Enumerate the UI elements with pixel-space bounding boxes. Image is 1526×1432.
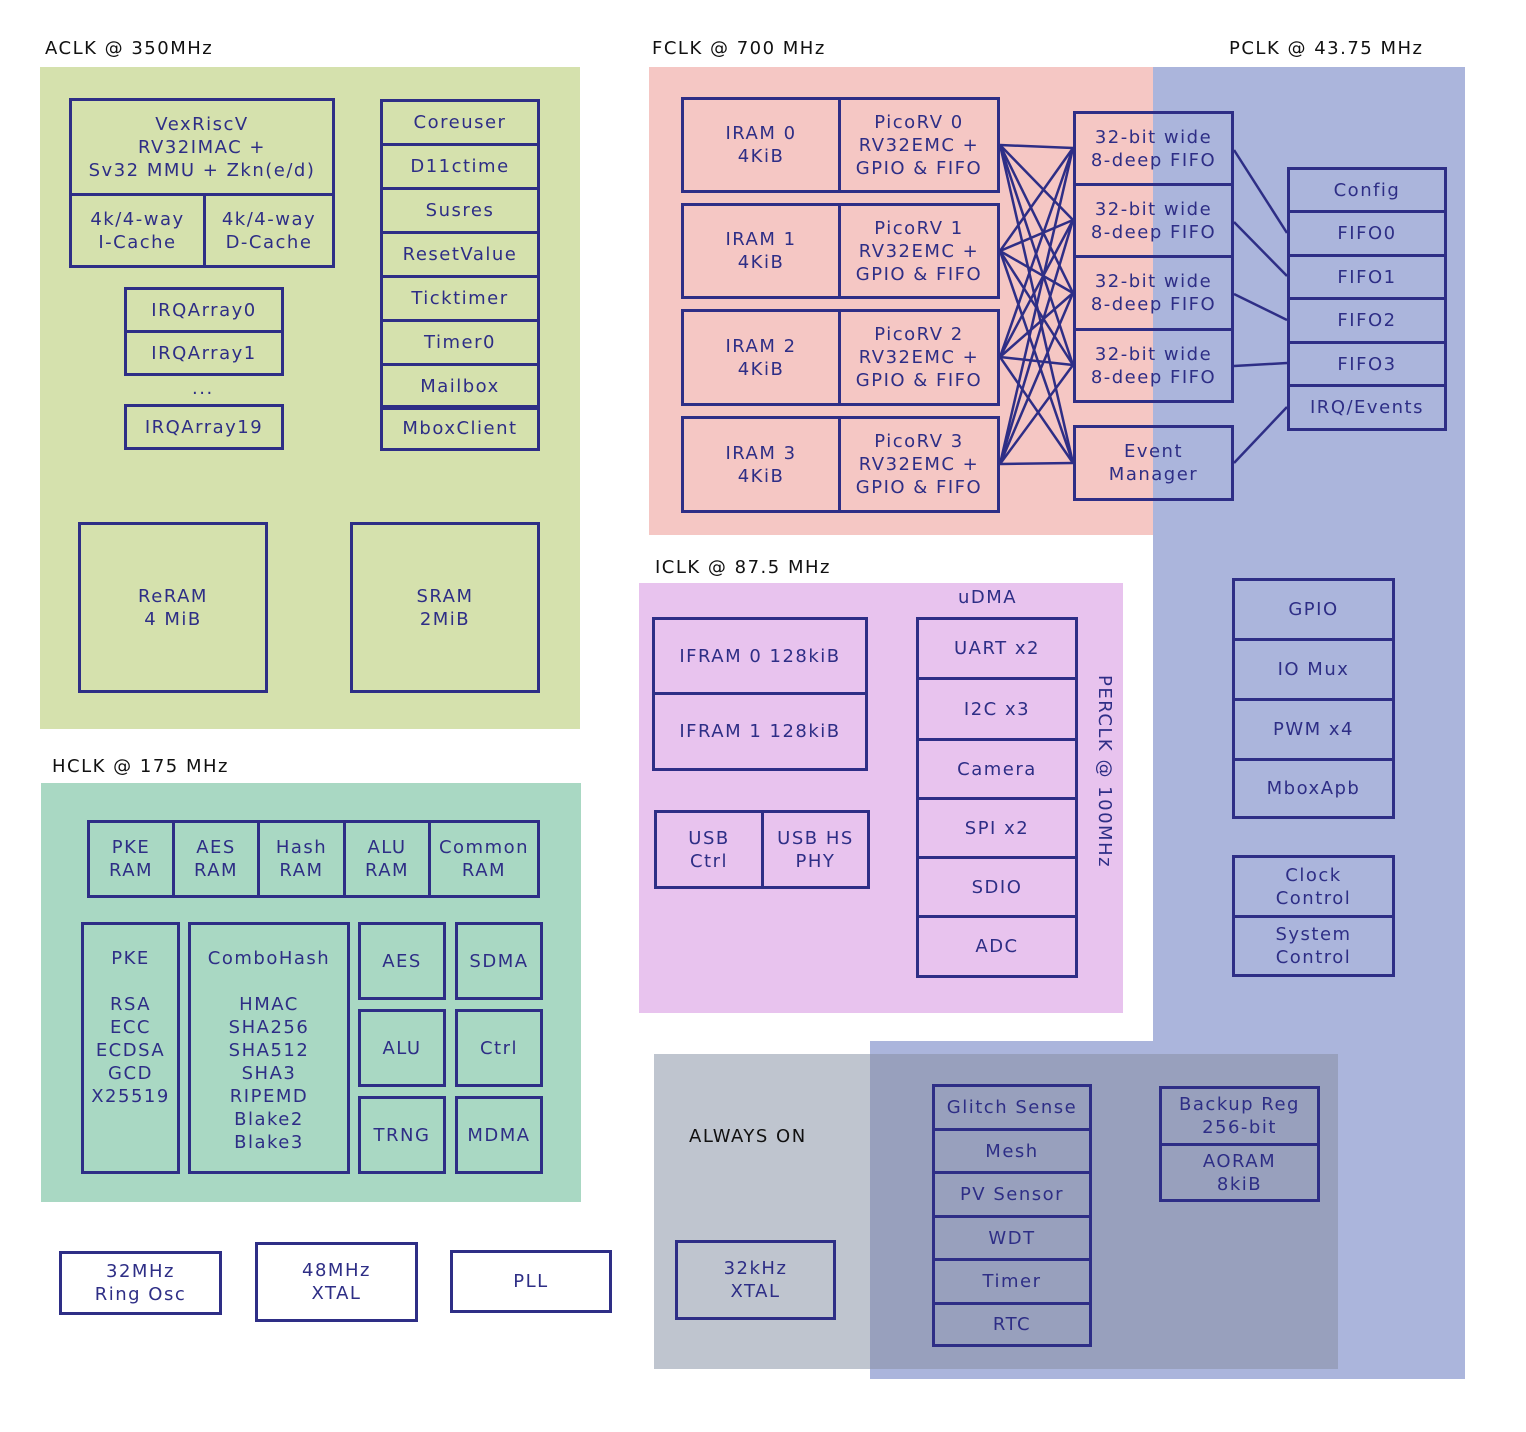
always-on-region: [654, 1054, 870, 1369]
aclk-peripheral-resetvalue: ResetValue: [380, 231, 540, 278]
pclk-reg-config: Config: [1287, 167, 1447, 213]
common-ram-block: Common RAM: [428, 820, 540, 898]
udma-i2c-block: I2C x3: [916, 677, 1078, 741]
irq-array-1-block: IRQArray1: [124, 330, 284, 376]
pclk-reg-fifo3: FIFO3: [1287, 341, 1447, 387]
iram-2-block: IRAM 2 4KiB: [681, 309, 841, 406]
hclk-title: HCLK @ 175 MHz: [52, 756, 229, 777]
backup-reg-block: Backup Reg 256-bit: [1159, 1086, 1320, 1146]
pclk-reg-fifo2: FIFO2: [1287, 297, 1447, 344]
pll-block: PLL: [450, 1250, 612, 1313]
pclk-reg-fifo1: FIFO1: [1287, 254, 1447, 300]
pke-block: PKE RSA ECC ECDSA GCD X25519: [81, 922, 180, 1174]
aclk-peripheral-mailbox: Mailbox: [380, 363, 540, 410]
aclk-peripheral-mboxclient: MboxClient: [380, 405, 540, 451]
fifo-2-block: 32-bit wide 8-deep FIFO: [1073, 255, 1234, 331]
aclk-peripheral-susres: Susres: [380, 187, 540, 234]
iram-0-block: IRAM 0 4KiB: [681, 97, 841, 193]
sdma-block: SDMA: [455, 922, 543, 1000]
iram-1-block: IRAM 1 4KiB: [681, 203, 841, 299]
picorv-0-block: PicoRV 0 RV32EMC + GPIO & FIFO: [838, 97, 1000, 193]
picorv-1-block: PicoRV 1 RV32EMC + GPIO & FIFO: [838, 203, 1000, 299]
clock-control-block: Clock Control: [1232, 855, 1395, 918]
mesh-block: Mesh: [932, 1128, 1092, 1174]
picorv-3-block: PicoRV 3 RV32EMC + GPIO & FIFO: [838, 416, 1000, 513]
irq-ellipsis-label: ...: [192, 378, 214, 399]
mdma-block: MDMA: [455, 1096, 543, 1174]
aclk-peripheral-coreuser: Coreuser: [380, 99, 540, 146]
icache-block: 4k/4-way I-Cache: [69, 193, 206, 268]
gpio-block: GPIO: [1232, 578, 1395, 641]
usb-ctrl-block: USB Ctrl: [654, 810, 764, 889]
irq-array-0-block: IRQArray0: [124, 287, 284, 333]
udma-adc-block: ADC: [916, 915, 1078, 978]
udma-sdio-block: SDIO: [916, 856, 1078, 918]
glitch-sense-block: Glitch Sense: [932, 1084, 1092, 1131]
xtal-32khz-block: 32kHz XTAL: [675, 1240, 836, 1320]
fifo-0-block: 32-bit wide 8-deep FIFO: [1073, 111, 1234, 186]
mboxapb-block: MboxApb: [1232, 758, 1395, 819]
event-manager-block: Event Manager: [1073, 425, 1234, 501]
pclk-reg-irq-events: IRQ/Events: [1287, 384, 1447, 431]
fclk-title: FCLK @ 700 MHz: [652, 38, 826, 59]
wdt-block: WDT: [932, 1215, 1092, 1261]
cpu-block: VexRiscV RV32IMAC + Sv32 MMU + Zkn(e/d): [69, 98, 335, 196]
aes-ram-block: AES RAM: [172, 820, 260, 898]
alu-ram-block: ALU RAM: [343, 820, 431, 898]
pke-ram-block: PKE RAM: [87, 820, 175, 898]
usb-phy-block: USB HS PHY: [761, 810, 870, 889]
sram-block: SRAM 2MiB: [350, 522, 540, 693]
dcache-block: 4k/4-way D-Cache: [203, 193, 335, 268]
fifo-1-block: 32-bit wide 8-deep FIFO: [1073, 183, 1234, 258]
aoram-block: AORAM 8kiB: [1159, 1143, 1320, 1202]
combohash-block: ComboHash HMAC SHA256 SHA512 SHA3 RIPEMD…: [188, 922, 350, 1174]
fifo-3-block: 32-bit wide 8-deep FIFO: [1073, 328, 1234, 403]
pv-sensor-block: PV Sensor: [932, 1171, 1092, 1218]
perclk-title: PERCLK @ 100MHz: [1094, 675, 1115, 869]
always-on-title: ALWAYS ON: [689, 1126, 807, 1147]
iram-3-block: IRAM 3 4KiB: [681, 416, 841, 513]
hclk-region: [41, 783, 581, 1202]
hash-ram-block: Hash RAM: [257, 820, 346, 898]
aclk-title: ACLK @ 350MHz: [45, 38, 214, 59]
iclk-title: ICLK @ 87.5 MHz: [655, 557, 831, 578]
ctrl-block: Ctrl: [455, 1009, 543, 1087]
aclk-peripheral-d11ctime: D11ctime: [380, 143, 540, 190]
pwm-block: PWM x4: [1232, 698, 1395, 761]
ring-osc-block: 32MHz Ring Osc: [59, 1251, 222, 1315]
always-on-overlap-region: [870, 1054, 1338, 1369]
udma-uart-block: UART x2: [916, 617, 1078, 680]
ifram-0-block: IFRAM 0 128kiB: [652, 617, 868, 695]
rtc-block: RTC: [932, 1302, 1092, 1347]
trng-block: TRNG: [358, 1096, 446, 1174]
aon-timer-block: Timer: [932, 1258, 1092, 1305]
aclk-region: [40, 67, 580, 729]
aes-block: AES: [358, 922, 446, 1000]
udma-title: uDMA: [958, 587, 1018, 608]
irq-array-19-block: IRQArray19: [124, 404, 284, 450]
udma-camera-block: Camera: [916, 738, 1078, 800]
pclk-reg-fifo0: FIFO0: [1287, 210, 1447, 257]
udma-spi-block: SPI x2: [916, 797, 1078, 859]
aclk-peripheral-timer0: Timer0: [380, 319, 540, 366]
xtal-48mhz-block: 48MHz XTAL: [255, 1242, 418, 1322]
system-control-block: System Control: [1232, 915, 1395, 977]
alu-block: ALU: [358, 1009, 446, 1087]
pclk-title: PCLK @ 43.75 MHz: [1229, 38, 1424, 59]
ifram-1-block: IFRAM 1 128kiB: [652, 692, 868, 771]
picorv-2-block: PicoRV 2 RV32EMC + GPIO & FIFO: [838, 309, 1000, 406]
reram-block: ReRAM 4 MiB: [78, 522, 268, 693]
aclk-peripheral-ticktimer: Ticktimer: [380, 275, 540, 322]
io-mux-block: IO Mux: [1232, 638, 1395, 701]
